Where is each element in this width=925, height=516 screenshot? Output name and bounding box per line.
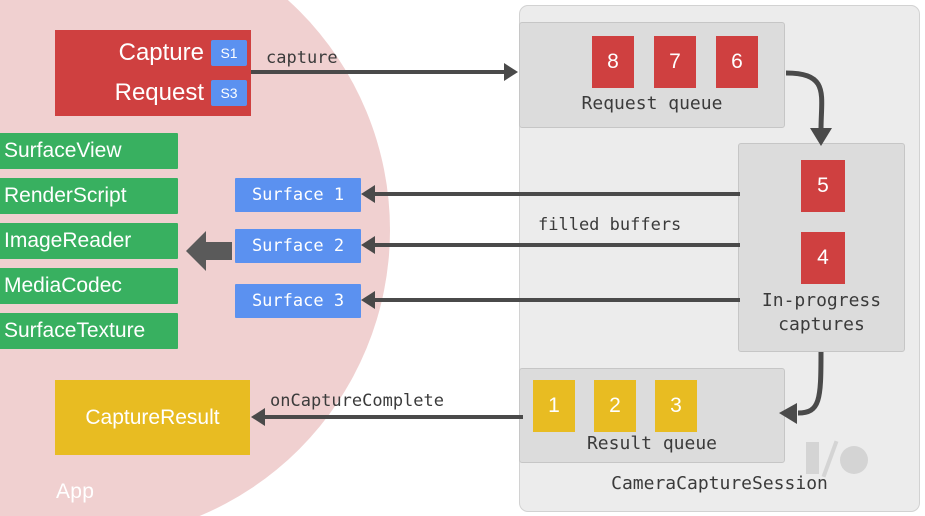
consumer-surfacetexture[interactable]: SurfaceTexture bbox=[0, 313, 178, 349]
filled-buffer-line-1 bbox=[375, 192, 740, 196]
surface-to-consumer-arrow-icon bbox=[186, 231, 232, 271]
capture-request-chip-s3[interactable]: S3 bbox=[211, 80, 247, 106]
surface-2-box[interactable]: Surface 2 bbox=[235, 229, 361, 263]
result-queue-chip[interactable]: 3 bbox=[655, 380, 697, 432]
result-queue-chip[interactable]: 1 bbox=[533, 380, 575, 432]
on-capture-complete-label: onCaptureComplete bbox=[270, 391, 444, 411]
filled-buffer-arrowhead-2 bbox=[361, 236, 375, 254]
capture-request-line1: Capture bbox=[118, 39, 204, 66]
consumer-renderscript[interactable]: RenderScript bbox=[0, 178, 178, 214]
capture-request-box[interactable]: Capture S1 Request S3 bbox=[55, 30, 251, 116]
filled-buffer-arrowhead-3 bbox=[361, 291, 375, 309]
capture-edge-line bbox=[251, 70, 504, 74]
app-region-label: App bbox=[56, 480, 95, 503]
consumer-label: SurfaceView bbox=[4, 139, 122, 162]
consumer-label: MediaCodec bbox=[4, 274, 122, 297]
on-capture-complete-arrowhead bbox=[251, 408, 265, 426]
consumer-label: RenderScript bbox=[4, 184, 127, 207]
in-progress-chip[interactable]: 4 bbox=[801, 232, 845, 284]
consumer-surfaceview[interactable]: SurfaceView bbox=[0, 133, 178, 169]
capture-request-row-2: Request S3 bbox=[55, 73, 247, 113]
result-queue-chip[interactable]: 2 bbox=[594, 380, 636, 432]
surface-label: Surface 3 bbox=[251, 291, 345, 311]
filled-buffer-arrowhead-1 bbox=[361, 185, 375, 203]
surface-label: Surface 2 bbox=[251, 236, 345, 256]
in-progress-caption-line1: In-progress bbox=[761, 290, 882, 311]
consumer-label: ImageReader bbox=[4, 229, 132, 252]
capture-request-line2: Request bbox=[114, 79, 204, 106]
capture-edge-arrowhead bbox=[504, 63, 518, 81]
filled-buffers-label: filled buffers bbox=[538, 215, 682, 235]
capture-request-row-1: Capture S1 bbox=[55, 33, 247, 73]
consumer-mediacodec[interactable]: MediaCodec bbox=[0, 268, 178, 304]
io-logo-icon bbox=[806, 440, 876, 478]
request-queue-chip[interactable]: 6 bbox=[716, 36, 758, 88]
in-progress-caption-line2: captures bbox=[778, 314, 865, 335]
surface-1-box[interactable]: Surface 1 bbox=[235, 178, 361, 212]
capture-request-chip-s1[interactable]: S1 bbox=[211, 40, 247, 66]
request-queue-caption: Request queue bbox=[581, 93, 723, 114]
surface-3-box[interactable]: Surface 3 bbox=[235, 284, 361, 318]
filled-buffer-line-3 bbox=[375, 298, 740, 302]
request-queue-panel: 8 7 6 Request queue bbox=[519, 22, 785, 128]
result-queue-caption: Result queue bbox=[586, 433, 718, 454]
camera-capture-session-label: CameraCaptureSession bbox=[611, 473, 828, 494]
request-queue-chip[interactable]: 7 bbox=[654, 36, 696, 88]
consumer-label: SurfaceTexture bbox=[4, 319, 146, 342]
capture-edge-label: capture bbox=[266, 48, 338, 68]
consumer-imagereader[interactable]: ImageReader bbox=[0, 223, 178, 259]
capture-result-label: CaptureResult bbox=[85, 405, 220, 429]
in-progress-chip[interactable]: 5 bbox=[801, 160, 845, 212]
on-capture-complete-line bbox=[265, 415, 523, 419]
capture-result-box[interactable]: CaptureResult bbox=[55, 380, 250, 455]
filled-buffer-line-2 bbox=[375, 243, 740, 247]
request-queue-chip[interactable]: 8 bbox=[592, 36, 634, 88]
surface-label: Surface 1 bbox=[251, 185, 345, 205]
in-progress-captures-panel: 5 4 In-progress captures bbox=[738, 143, 905, 352]
result-queue-panel: 1 2 3 Result queue bbox=[519, 368, 785, 463]
